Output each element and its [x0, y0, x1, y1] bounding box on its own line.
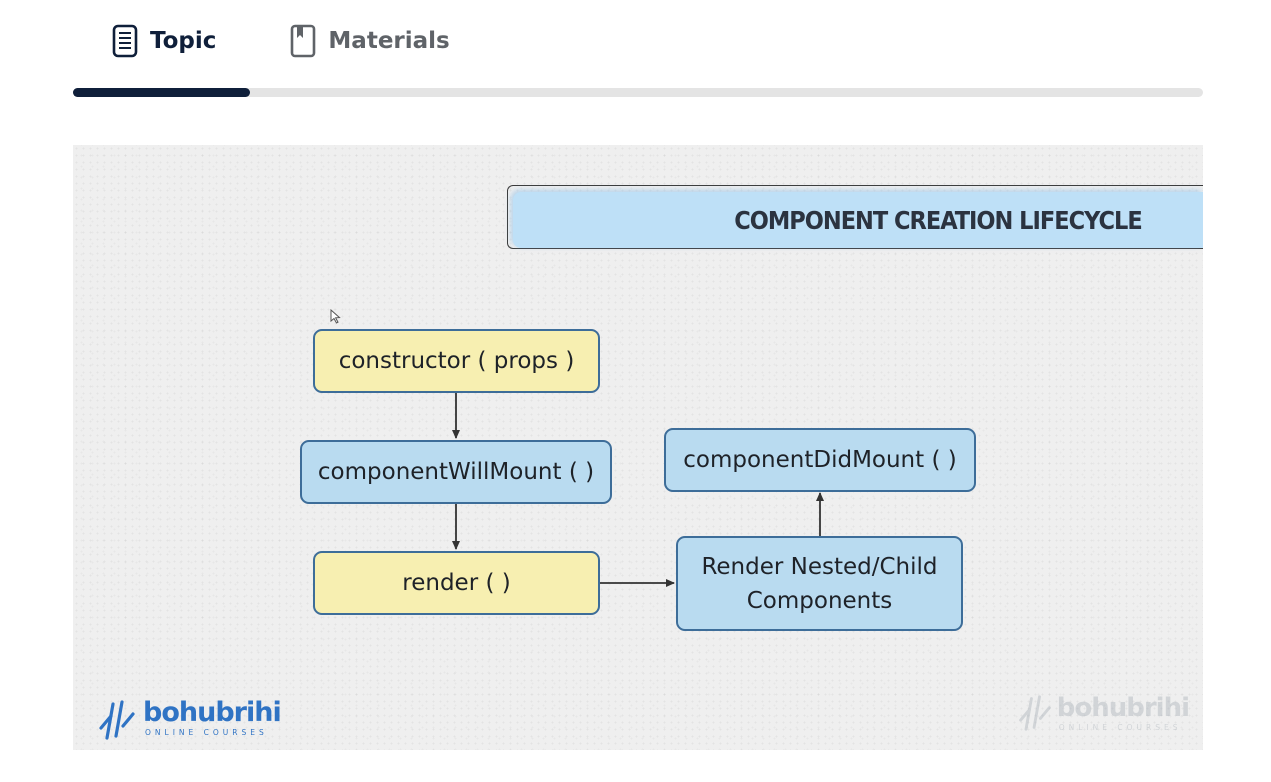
- node-render: render ( ): [313, 551, 600, 615]
- tab-topic-label: Topic: [150, 28, 217, 54]
- node-component-will-mount: componentWillMount ( ): [300, 440, 612, 504]
- tab-bar: Topic Materials: [110, 18, 450, 64]
- node-component-did-mount: componentDidMount ( ): [664, 428, 976, 492]
- progress-fill: [73, 88, 251, 97]
- brand-name: bohubrihi: [143, 697, 282, 728]
- brand-tagline: ONLINE COURSES: [145, 728, 268, 737]
- node-constructor: constructor ( props ): [313, 329, 600, 393]
- brand-watermark: bohubrihi ONLINE COURSES: [1017, 693, 1190, 733]
- lecture-slide[interactable]: COMPONENT CREATION LIFECYCLE constructor…: [73, 145, 1203, 750]
- tab-materials[interactable]: Materials: [288, 24, 450, 58]
- brand-mark-icon: [99, 700, 135, 740]
- slide-title-frame: [507, 185, 1203, 249]
- bookmark-book-icon: [288, 24, 318, 58]
- mouse-cursor-icon: [330, 309, 341, 324]
- document-list-icon: [110, 24, 140, 58]
- watermark-name: bohubrihi: [1056, 693, 1190, 723]
- watermark-tagline: ONLINE COURSES: [1058, 723, 1182, 732]
- tab-topic[interactable]: Topic: [110, 24, 216, 58]
- flow-arrows: [452, 393, 824, 587]
- brand-logo: bohubrihi ONLINE COURSES: [97, 697, 282, 742]
- progress-bar: [73, 88, 1203, 97]
- node-render-nested-child: Render Nested/Child Components: [676, 536, 963, 631]
- watermark-mark-icon: [1018, 695, 1051, 731]
- tab-materials-label: Materials: [328, 28, 450, 54]
- slide-title: COMPONENT CREATION LIFECYCLE: [513, 192, 1203, 248]
